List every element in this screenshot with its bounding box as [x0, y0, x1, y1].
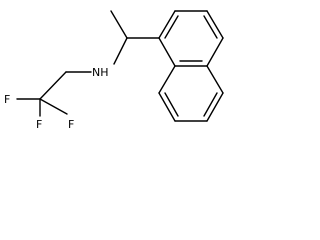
ring-b-double-1	[164, 92, 179, 117]
ring-a-bond-6	[158, 37, 176, 67]
ring-a-double-2	[203, 15, 218, 39]
fluorine-label-2: F	[36, 118, 42, 131]
bonds	[16, 10, 224, 122]
structure-canvas: NH F F F	[0, 0, 245, 150]
ring-b-bond-5	[206, 65, 224, 94]
ring-a-bond-4	[206, 37, 224, 67]
amine-label: NH	[92, 66, 109, 79]
ring-b-bond-4	[206, 92, 224, 122]
ring-a-double-1	[164, 15, 179, 39]
ring-b-bond-2	[158, 92, 176, 122]
ring-b-bond-1	[158, 65, 176, 94]
bond-c-f3	[39, 98, 68, 115]
ring-a-bond-3	[206, 10, 224, 39]
molecule-diagram: NH F F F	[4, 10, 224, 131]
fluorine-label-1: F	[4, 93, 10, 106]
ring-b-double-2	[203, 92, 218, 117]
ring-a-bond-1	[158, 10, 176, 39]
bond-cf3-ch2	[39, 71, 67, 100]
fluorine-label-3: F	[68, 118, 74, 131]
bond-n-ch	[113, 37, 128, 65]
bond-ch-methyl	[110, 10, 128, 39]
